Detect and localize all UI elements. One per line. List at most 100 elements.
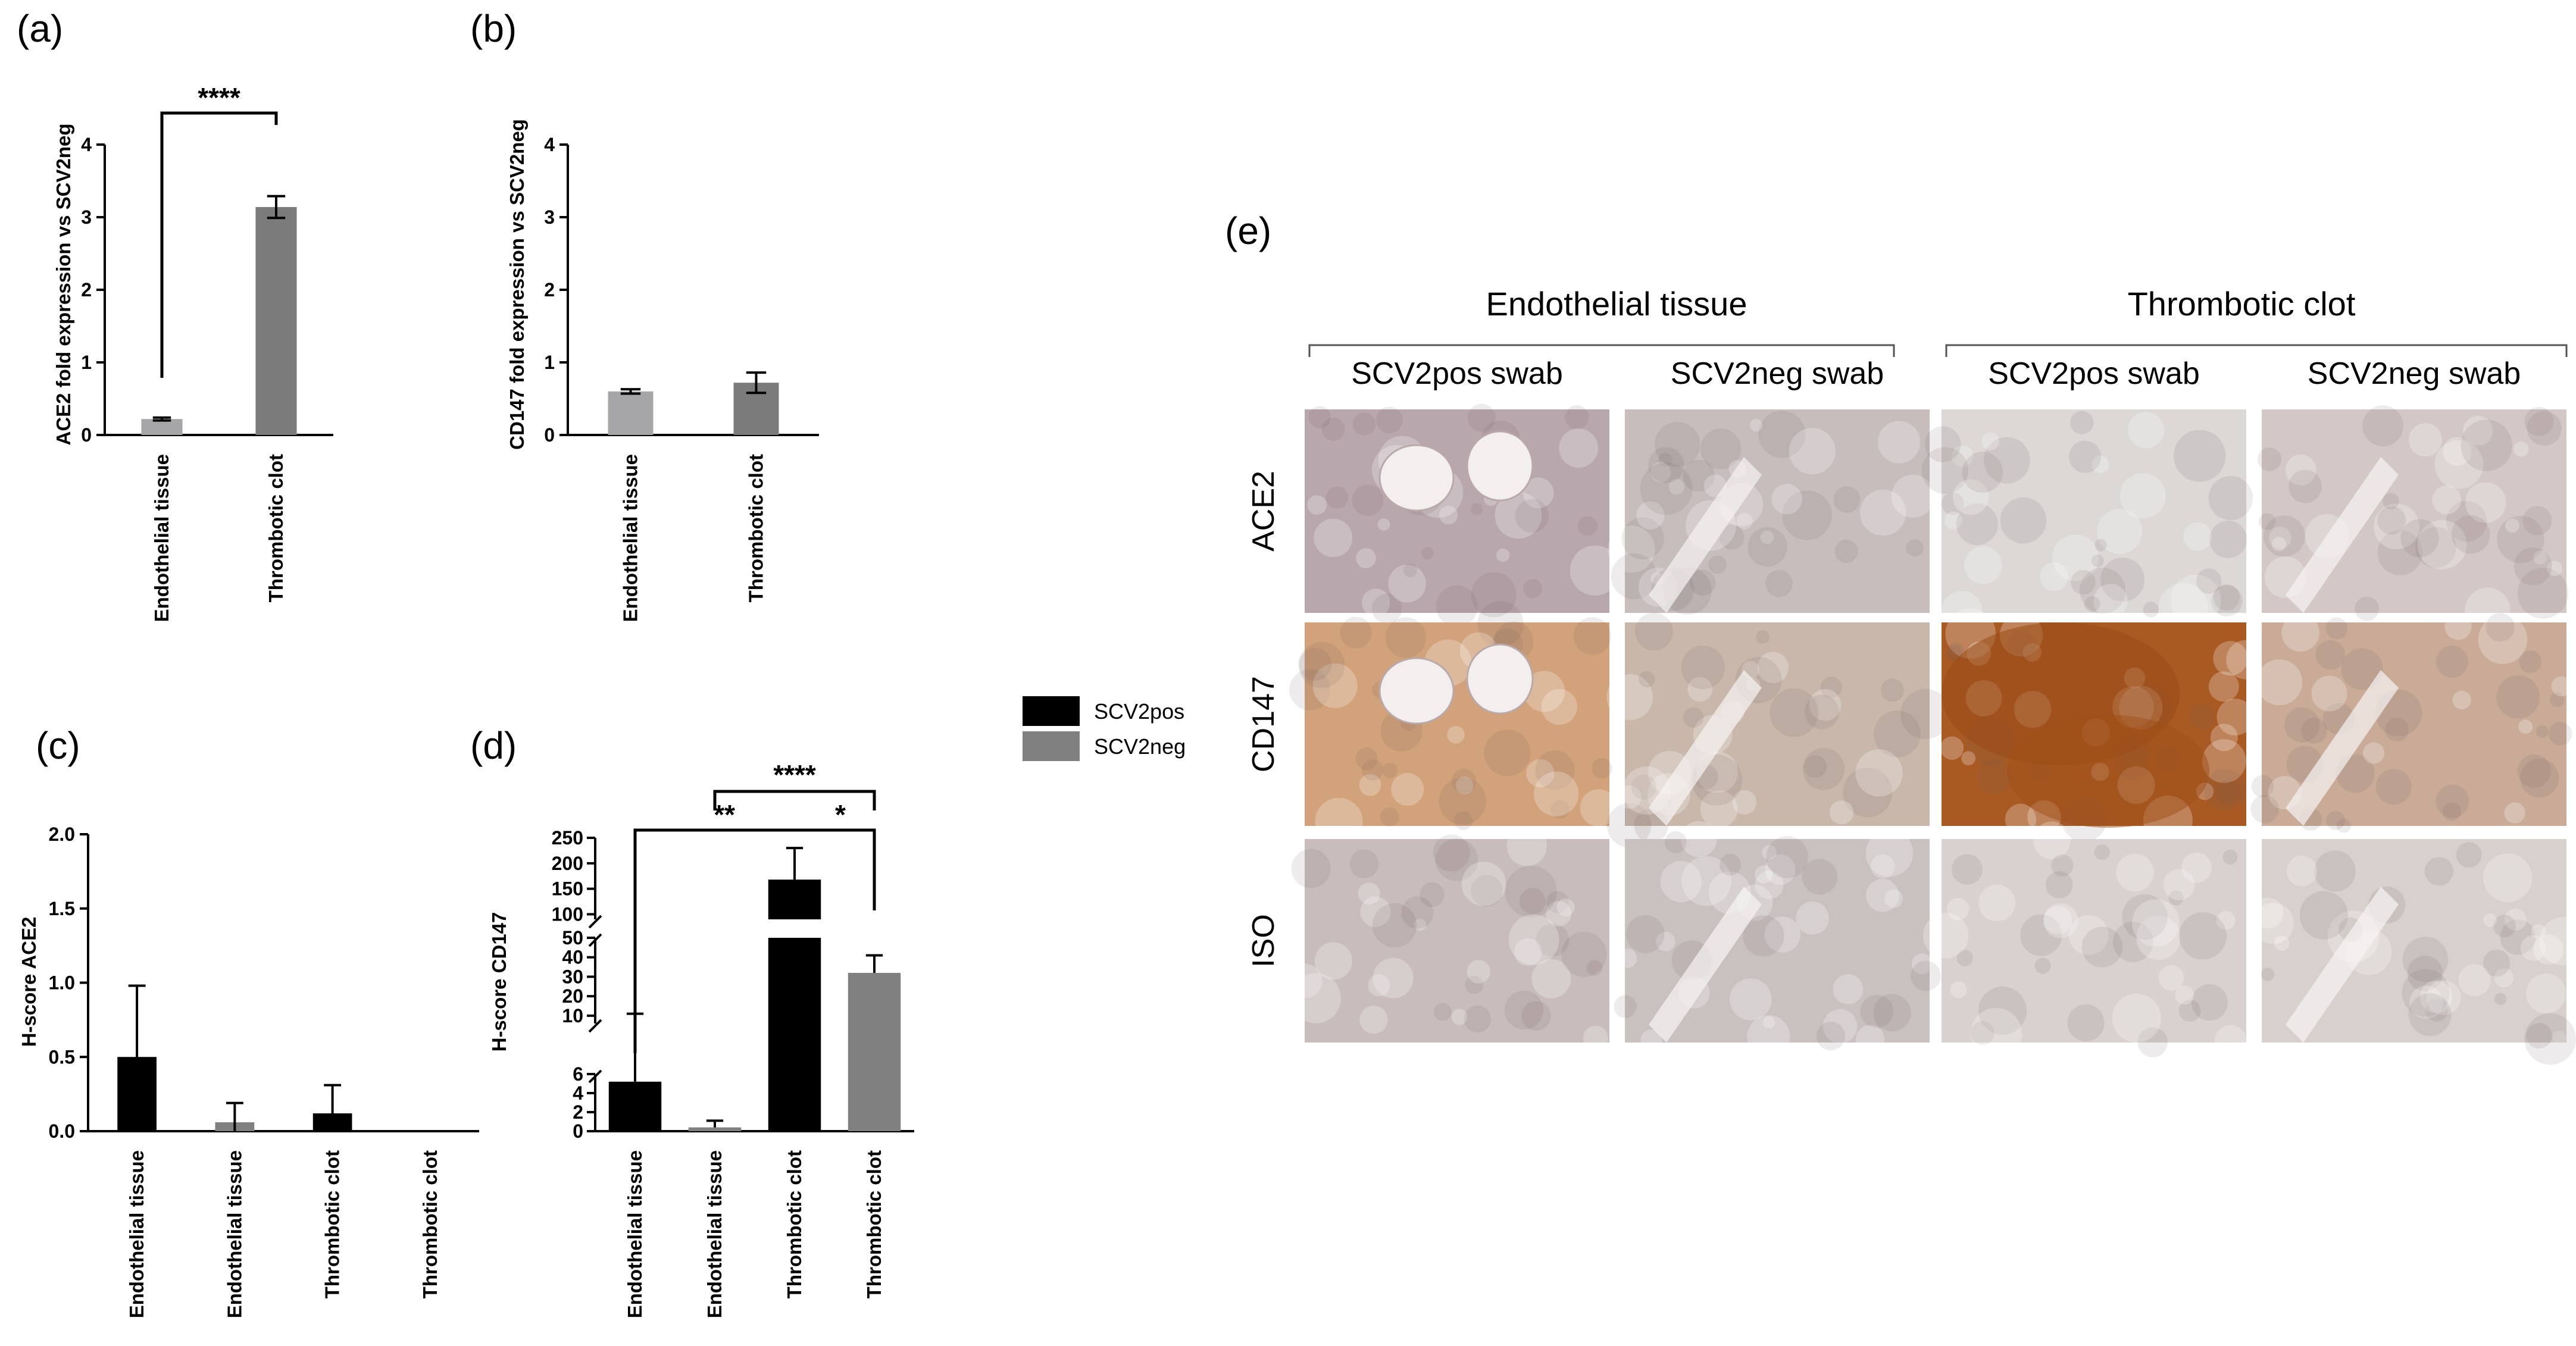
- panel-d-category-label: Thrombotic clot: [863, 1150, 885, 1298]
- tissue-texture: [2052, 534, 2099, 581]
- tissue-texture: [2517, 568, 2569, 619]
- tissue-texture: [2214, 1025, 2247, 1058]
- tissue-texture: [1314, 942, 1352, 980]
- tissue-texture: [2377, 506, 2406, 535]
- tissue-texture: [1950, 981, 1967, 998]
- tissue-texture: [1358, 882, 1380, 905]
- tissue-texture: [2163, 869, 2195, 900]
- tissue-texture: [1534, 771, 1579, 816]
- tissue-texture: [1732, 790, 1757, 815]
- tissue-texture: [1523, 477, 1554, 509]
- tissue-texture: [1970, 1007, 2022, 1060]
- tissue-texture: [2256, 659, 2303, 706]
- tissue-texture: [1866, 878, 1899, 912]
- tissue-texture: [2465, 482, 2506, 523]
- tissue-texture: [2520, 935, 2546, 961]
- tissue-texture: [2189, 703, 2215, 730]
- tissue-texture: [1747, 527, 1787, 567]
- tissue-texture: [1360, 896, 1391, 927]
- histology-tile: [1942, 839, 2246, 1043]
- tissue-texture: [1834, 539, 1858, 563]
- tissue-texture: [1941, 492, 1964, 515]
- tissue-texture: [1451, 1009, 1468, 1025]
- tissue-texture: [1631, 774, 1657, 800]
- tissue-texture: [1771, 484, 1802, 515]
- tissue-texture: [2461, 420, 2512, 471]
- tissue-texture: [2251, 775, 2274, 798]
- tissue-texture: [1586, 960, 1603, 976]
- tissue-texture: [1762, 1016, 1775, 1029]
- tissue-texture: [1762, 845, 1777, 860]
- panel-a-ytick-label: 1: [81, 352, 92, 373]
- tissue-texture: [1349, 849, 1379, 878]
- tissue-texture: [2043, 903, 2078, 938]
- panel-a-ytick-label: 0: [81, 424, 92, 446]
- tissue-texture: [2079, 567, 2126, 614]
- tissue-texture: [2211, 585, 2243, 616]
- tissue-texture: [1658, 452, 1672, 467]
- row-label-iso: ISO: [1246, 914, 1281, 968]
- histology-tile: [1942, 409, 2246, 613]
- tissue-texture: [2175, 985, 2194, 1005]
- panel-d-bar: [768, 879, 821, 919]
- tissue-texture: [1401, 896, 1434, 929]
- panel-b-letter: (b): [470, 7, 517, 50]
- tissue-texture: [1608, 525, 1655, 573]
- panel-c-letter: (c): [36, 724, 80, 767]
- tissue-texture: [2552, 1031, 2567, 1046]
- panel-d-ytick-label: 0: [573, 1120, 583, 1142]
- tissue-texture: [1833, 486, 1861, 513]
- tissue-texture: [2408, 993, 2452, 1036]
- tissue-texture: [2204, 769, 2246, 811]
- tissue-texture: [2284, 707, 2320, 743]
- tissue-texture: [1750, 419, 1763, 432]
- tissue-texture: [1881, 678, 1904, 702]
- legend-label-scv2neg: SCV2neg: [1094, 734, 1186, 759]
- tissue-texture: [1700, 790, 1738, 828]
- tissue-texture: [1860, 994, 1894, 1028]
- tissue-texture: [1505, 865, 1557, 918]
- tissue-texture: [2274, 935, 2290, 951]
- tissue-texture: [1719, 524, 1745, 550]
- panel-b-category-label: Thrombotic clot: [745, 454, 767, 602]
- tissue-texture: [2081, 926, 2123, 968]
- tissue-texture: [2425, 998, 2449, 1022]
- tissue-texture: [1298, 641, 1345, 688]
- tissue-texture: [1953, 479, 1989, 515]
- tissue-texture: [2407, 956, 2443, 991]
- tissue-texture: [2518, 719, 2533, 734]
- tissue-texture: [1978, 884, 2016, 922]
- tissue-texture: [2094, 844, 2110, 860]
- tissue-texture: [1380, 807, 1399, 827]
- tissue-texture: [2209, 521, 2247, 559]
- panel-c-category-label: Thrombotic clot: [321, 1150, 343, 1298]
- tissue-texture: [2539, 916, 2576, 966]
- tissue-texture: [2355, 596, 2380, 621]
- tissue-texture: [1911, 953, 1933, 975]
- tissue-texture: [1952, 854, 1983, 885]
- tissue-texture: [1362, 759, 1383, 781]
- tissue-texture: [1681, 856, 1731, 906]
- lumen-shape: [1466, 430, 1534, 502]
- panel-d-ytick-label: 6: [573, 1063, 583, 1085]
- tissue-texture: [1496, 548, 1510, 562]
- tissue-texture: [1355, 747, 1378, 771]
- tissue-texture: [2137, 1027, 2168, 1057]
- tissue-texture: [1546, 891, 1569, 914]
- panel-c-ytick-label: 0.5: [49, 1046, 75, 1068]
- panel-d-ytick-label: 10: [562, 1005, 583, 1026]
- tissue-texture: [2208, 475, 2253, 521]
- tissue-texture: [2112, 993, 2161, 1043]
- tissue-texture: [1983, 437, 2030, 484]
- panel-d-axis-break: [588, 915, 602, 929]
- tissue-texture: [2426, 980, 2461, 1015]
- tissue-texture: [2402, 937, 2449, 982]
- tissue-texture: [1944, 511, 1963, 530]
- tissue-texture: [1359, 774, 1381, 796]
- tissue-texture: [1687, 677, 1713, 702]
- tissue-texture: [2409, 985, 2443, 1019]
- tissue-texture: [1650, 462, 1671, 483]
- lumen-shape: [1466, 643, 1534, 715]
- tissue-texture: [1860, 489, 1906, 536]
- tissue-texture: [1299, 647, 1332, 681]
